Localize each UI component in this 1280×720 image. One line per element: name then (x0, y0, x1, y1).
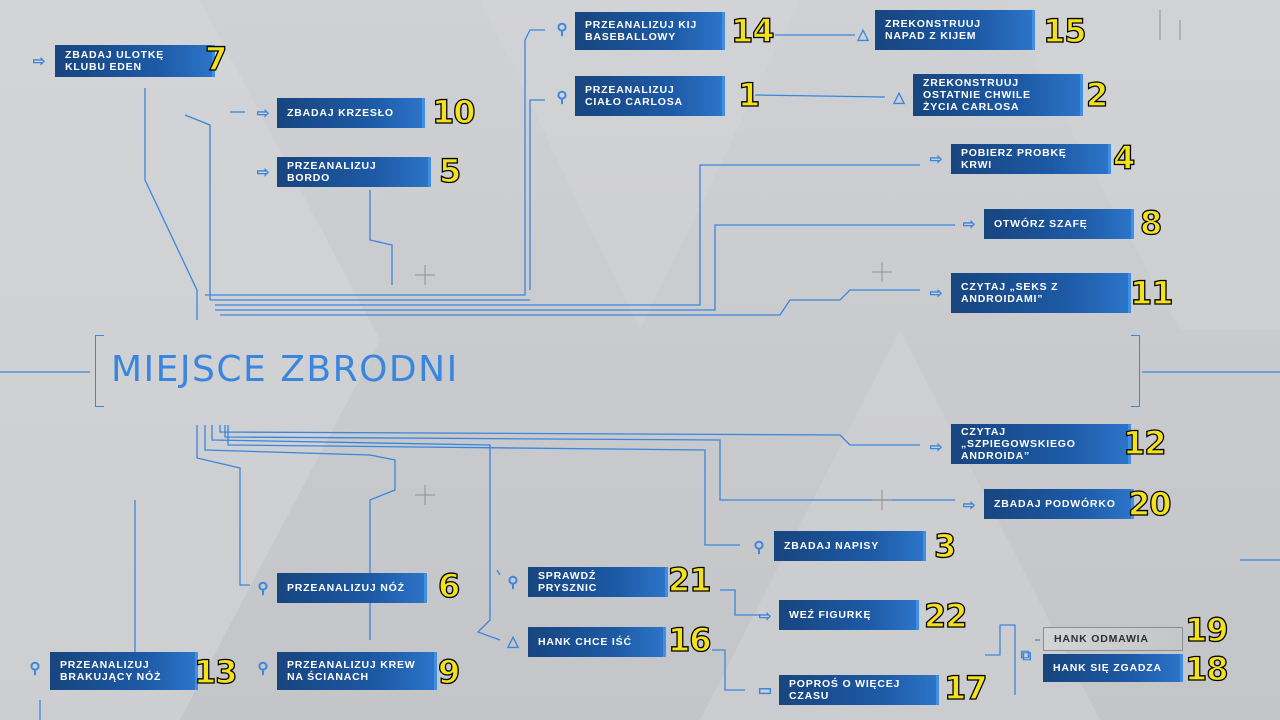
node-number: 18 (1184, 650, 1229, 688)
node-number: 10 (431, 93, 476, 131)
node-3[interactable]: ZBADAJ NAPISY (774, 531, 926, 561)
node-8[interactable]: OTWÓRZ SZAFĘ (984, 209, 1134, 239)
node-number: 12 (1122, 424, 1167, 462)
arrow-icon: ⇨ (256, 105, 270, 122)
search-icon: ⚲ (507, 574, 519, 591)
node-number: 9 (437, 653, 461, 691)
triangle-icon: △ (507, 633, 519, 650)
node-16[interactable]: HANK CHCE IŚĆ (528, 627, 666, 657)
node-label: PRZEANALIZUJ BRAKUJĄCY NÓŻ (50, 652, 198, 690)
title-bracket-left (95, 335, 104, 407)
node-label: SPRAWDŹ PRYSZNIC (528, 567, 668, 597)
speech-icon: ▭ (757, 682, 773, 699)
node-15[interactable]: ZREKONSTRUUJ NAPAD Z KIJEM (875, 10, 1035, 50)
node-number: 3 (933, 527, 957, 565)
node-label: HANK ODMAWIA (1043, 627, 1183, 651)
node-number: 8 (1139, 204, 1163, 242)
node-12[interactable]: CZYTAJ „SZPIEGOWSKIEGO ANDROIDA” (951, 424, 1131, 464)
node-number: 19 (1184, 611, 1229, 649)
node-label: ZREKONSTRUUJ OSTATNIE CHWILE ŻYCIA CARLO… (913, 74, 1083, 116)
arrow-icon: ⇨ (929, 285, 943, 302)
node-number: 11 (1129, 274, 1174, 312)
node-label: POBIERZ PROBKĘ KRWI (951, 144, 1111, 174)
node-label: PRZEANALIZUJ KIJ BASEBALLOWY (575, 12, 725, 50)
node-label: CZYTAJ „SEKS Z ANDROIDAMI” (951, 273, 1131, 313)
node-label: PRZEANALIZUJ BORDO (277, 157, 431, 187)
scene-title-label: MIEJSCE ZBRODNI (111, 349, 459, 390)
node-number: 20 (1127, 485, 1172, 523)
node-label: CZYTAJ „SZPIEGOWSKIEGO ANDROIDA” (951, 424, 1131, 464)
scene-title: MIEJSCE ZBRODNI (95, 335, 1140, 407)
node-number: 13 (193, 653, 238, 691)
node-18[interactable]: HANK SIĘ ZGADZA (1043, 654, 1183, 682)
node-10[interactable]: ZBADAJ KRZESŁO (277, 98, 425, 128)
node-number: 4 (1112, 139, 1136, 177)
search-icon: ⚲ (257, 660, 269, 677)
arrow-icon: ⇨ (929, 439, 943, 456)
triangle-icon: △ (893, 89, 905, 106)
search-icon: ⚲ (753, 539, 765, 556)
arrow-icon: ⇨ (758, 608, 772, 625)
node-label: POPROŚ O WIĘCEJ CZASU (779, 675, 939, 705)
node-number: 22 (923, 597, 968, 635)
node-label: PRZEANALIZUJ CIAŁO CARLOSA (575, 76, 725, 116)
node-label: PRZEANALIZUJ NÓŻ (277, 573, 427, 603)
arrow-icon: ⇨ (962, 216, 976, 233)
node-number: 16 (667, 621, 712, 659)
node-number: 7 (204, 40, 228, 78)
node-13[interactable]: PRZEANALIZUJ BRAKUJĄCY NÓŻ (50, 652, 198, 690)
node-number: 5 (438, 152, 462, 190)
arrow-icon: ⇨ (256, 164, 270, 181)
title-bracket-right (1131, 335, 1140, 407)
branch-icon: ⧉ (1020, 646, 1032, 664)
node-label: ZBADAJ PODWÓRKO (984, 489, 1134, 519)
node-19[interactable]: HANK ODMAWIA (1043, 627, 1183, 651)
node-1[interactable]: PRZEANALIZUJ CIAŁO CARLOSA (575, 76, 725, 116)
arrow-icon: ⇨ (32, 53, 46, 70)
node-number: 14 (730, 12, 775, 50)
node-label: OTWÓRZ SZAFĘ (984, 209, 1134, 239)
arrow-icon: ⇨ (929, 151, 943, 168)
node-number: 15 (1042, 12, 1087, 50)
node-number: 21 (667, 561, 712, 599)
node-17[interactable]: POPROŚ O WIĘCEJ CZASU (779, 675, 939, 705)
search-icon: ⚲ (556, 89, 568, 106)
node-21[interactable]: SPRAWDŹ PRYSZNIC (528, 567, 668, 597)
node-number: 17 (943, 669, 988, 707)
node-number: 1 (737, 76, 761, 114)
node-label: ZREKONSTRUUJ NAPAD Z KIJEM (875, 10, 1035, 50)
node-2[interactable]: ZREKONSTRUUJ OSTATNIE CHWILE ŻYCIA CARLO… (913, 74, 1083, 116)
node-label: HANK SIĘ ZGADZA (1043, 654, 1183, 682)
triangle-icon: △ (857, 26, 869, 43)
node-label: ZBADAJ ULOTKĘ KLUBU EDEN (55, 45, 215, 77)
arrow-icon: ⇨ (962, 497, 976, 514)
search-icon: ⚲ (556, 21, 568, 38)
node-5[interactable]: PRZEANALIZUJ BORDO (277, 157, 431, 187)
node-label: WEŹ FIGURKĘ (779, 600, 919, 630)
node-14[interactable]: PRZEANALIZUJ KIJ BASEBALLOWY (575, 12, 725, 50)
node-6[interactable]: PRZEANALIZUJ NÓŻ (277, 573, 427, 603)
search-icon: ⚲ (29, 660, 41, 677)
node-label: ZBADAJ NAPISY (774, 531, 926, 561)
node-11[interactable]: CZYTAJ „SEKS Z ANDROIDAMI” (951, 273, 1131, 313)
node-22[interactable]: WEŹ FIGURKĘ (779, 600, 919, 630)
search-icon: ⚲ (257, 580, 269, 597)
node-4[interactable]: POBIERZ PROBKĘ KRWI (951, 144, 1111, 174)
node-label: ZBADAJ KRZESŁO (277, 98, 425, 128)
node-number: 6 (437, 567, 461, 605)
node-label: PRZEANALIZUJ KREW NA ŚCIANACH (277, 652, 437, 690)
node-number: 2 (1085, 76, 1109, 114)
node-20[interactable]: ZBADAJ PODWÓRKO (984, 489, 1134, 519)
node-7[interactable]: ZBADAJ ULOTKĘ KLUBU EDEN (55, 45, 215, 77)
node-label: HANK CHCE IŚĆ (528, 627, 666, 657)
node-9[interactable]: PRZEANALIZUJ KREW NA ŚCIANACH (277, 652, 437, 690)
